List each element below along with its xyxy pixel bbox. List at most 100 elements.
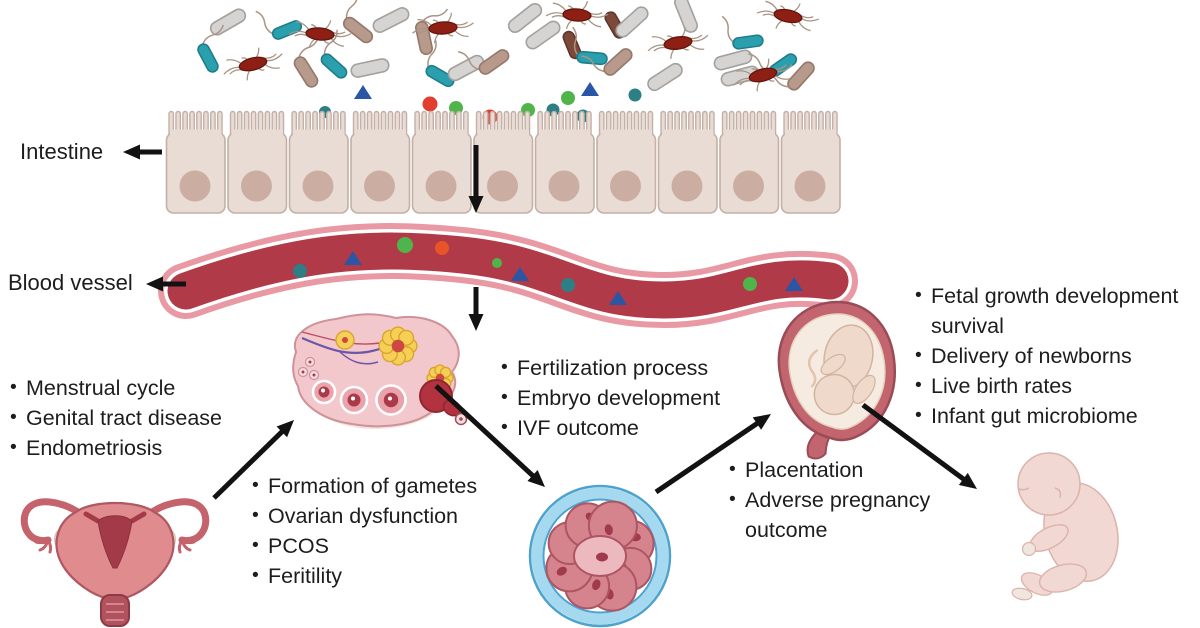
list-item: •Live birth rates	[913, 371, 1197, 401]
gut-microbiota-illustration	[197, 0, 820, 125]
flagellum-icon	[324, 20, 332, 30]
epithelial-cell	[780, 110, 841, 214]
uterus-illustration	[20, 498, 210, 627]
bullet-marker: •	[501, 386, 508, 408]
microbial-metabolite-triangle-icon	[344, 251, 362, 265]
arrowhead-icon	[468, 196, 484, 213]
arrowhead-icon	[527, 469, 545, 487]
intestine-label: Intestine	[20, 139, 104, 164]
flagellum-icon	[420, 8, 449, 25]
bacterium-flagellated-icon	[545, 1, 609, 29]
list-item: •Adverse pregnancy outcome	[727, 485, 955, 545]
flagellum-icon	[776, 64, 793, 73]
flagellum-icon	[255, 47, 260, 59]
bullet-marker: •	[915, 404, 922, 426]
flagellum-icon	[774, 74, 790, 80]
epithelial-cell	[165, 110, 226, 214]
bacterium-flagellated-icon	[288, 20, 352, 48]
list-item: •Delivery of newborns	[913, 341, 1197, 371]
flagellum-icon	[295, 21, 310, 31]
bullet-marker: •	[501, 416, 508, 438]
epithelial-cell	[534, 110, 595, 214]
epithelial-cell	[288, 110, 349, 214]
flow-arrows	[123, 144, 977, 500]
primordial-follicle-icon	[308, 369, 320, 381]
arrowhead-icon	[468, 314, 484, 331]
bacterium-rod-icon	[507, 3, 543, 33]
flagellum-icon	[590, 13, 609, 18]
blood-vessel-label: Blood vessel	[8, 270, 133, 295]
flagellum-icon	[454, 29, 469, 38]
bullet-marker: •	[10, 436, 17, 458]
flagellum-icon	[651, 36, 667, 43]
bacterium-flagellated-icon	[756, 0, 820, 32]
ovary-illustration	[292, 313, 468, 430]
bacterium-rod-icon	[415, 8, 449, 56]
flagellum-icon	[647, 44, 665, 52]
bacterium-rod-icon	[457, 49, 510, 75]
flagellum-icon	[266, 53, 283, 62]
fallopian-tube-icon	[142, 498, 210, 545]
flagellum-icon	[264, 63, 280, 69]
list-item: •Menstrual cycle	[8, 373, 252, 403]
epithelial-cell	[411, 110, 472, 214]
bullet-marker: •	[729, 458, 736, 480]
bacterium-rod-icon	[425, 39, 455, 88]
list-item: •IVF outcome	[499, 413, 749, 443]
flagellum-icon	[456, 22, 474, 29]
bullet-marker: •	[915, 284, 922, 306]
bullet-marker: •	[729, 488, 736, 510]
flagellum-icon	[412, 27, 430, 34]
bacterium-rod-icon	[572, 26, 608, 66]
intestinal-epithelium-illustration	[165, 110, 841, 214]
flagellum-icon	[345, 0, 359, 22]
flagellum-icon	[323, 29, 338, 58]
primordial-follicle-icon	[304, 356, 316, 368]
arrow-icon	[212, 425, 288, 500]
bacterium-rod-icon	[209, 8, 247, 36]
microbial-metabolite-triangle-icon	[581, 82, 599, 96]
flagellum-icon	[581, 1, 589, 11]
flagellum-icon	[223, 66, 240, 75]
flagellum-icon	[246, 69, 251, 81]
cell-nucleus-icon	[487, 170, 518, 202]
list-item: •Embryo development	[499, 383, 749, 413]
flagellum-icon	[797, 21, 811, 32]
flagellum-icon	[433, 33, 440, 44]
cell-nucleus-icon	[671, 170, 703, 202]
epithelial-cell	[473, 110, 534, 214]
flagellum-icon	[545, 12, 564, 17]
list-item: •Feritility	[250, 561, 502, 591]
growing-follicle-icon	[339, 385, 369, 415]
flagellum-icon	[552, 2, 567, 12]
embryo-blastocyst-illustration	[528, 484, 672, 628]
blood-vessel-illustration	[158, 223, 858, 329]
cell-nucleus-icon	[548, 170, 580, 202]
flagellum-icon	[572, 26, 580, 58]
microbial-metabolite-triangle-icon	[354, 85, 372, 99]
flagellum-icon	[756, 10, 775, 14]
cervix-icon	[100, 594, 130, 627]
flagellum-icon	[201, 24, 224, 47]
epithelial-cell	[719, 110, 780, 214]
flagellum-icon	[297, 36, 319, 60]
cell-nucleus-icon	[794, 170, 826, 202]
microbial-metabolite-dot-icon	[492, 258, 502, 268]
list-item: •Placentation	[727, 455, 955, 485]
microbial-metabolite-dot-icon	[743, 277, 757, 291]
flagellum-icon	[446, 12, 453, 23]
bullet-marker: •	[10, 406, 17, 428]
bacterium-rod-icon	[525, 20, 561, 50]
list-item: •Infant gut microbiome	[913, 401, 1197, 431]
bacterium-rod-icon	[342, 0, 374, 44]
growing-follicle-icon	[311, 379, 337, 405]
cell-nucleus-icon	[179, 170, 211, 202]
bullet-marker: •	[252, 564, 259, 586]
microbial-metabolite-dot-icon	[422, 96, 438, 112]
bacterium-rod-icon	[372, 7, 410, 33]
epithelial-cell	[350, 110, 411, 214]
bullet-marker: •	[252, 534, 259, 556]
fetus-leg-icon	[852, 374, 876, 404]
